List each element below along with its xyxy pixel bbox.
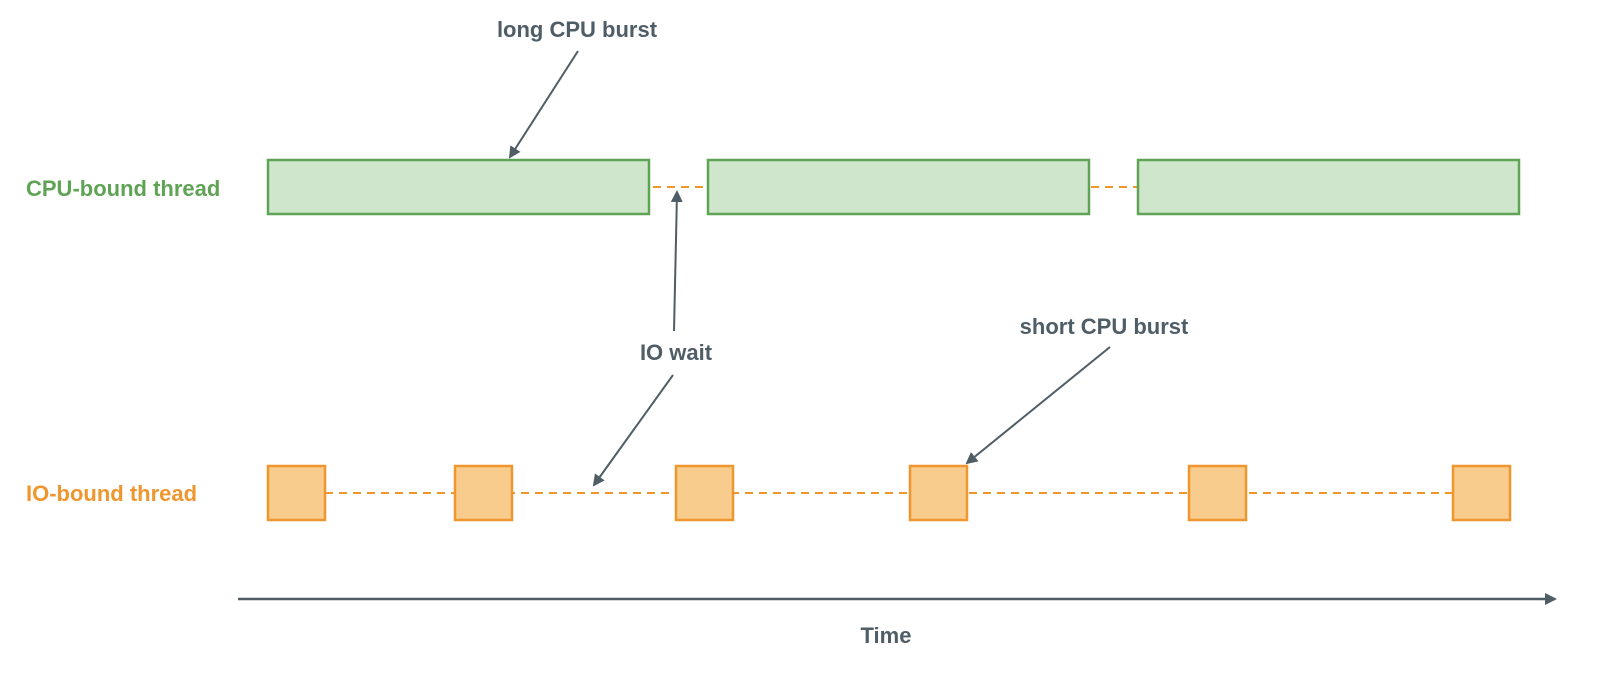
io-burst-block [266, 464, 327, 522]
io-wait-arrow-up [670, 190, 683, 332]
io-burst-block [453, 464, 514, 522]
short-cpu-burst-label: short CPU burst [1020, 314, 1189, 339]
cpu-burst-block [706, 158, 1091, 216]
cpu-bursts [266, 158, 1521, 216]
long-cpu-burst-arrow [508, 50, 579, 159]
io-bursts [266, 464, 1512, 522]
io-burst-block [1187, 464, 1248, 522]
time-axis-label: Time [861, 623, 912, 648]
io-wait-label: IO wait [640, 340, 713, 365]
cpu-burst-block [1136, 158, 1521, 216]
io-bound-thread-label: IO-bound thread [26, 481, 197, 506]
long-cpu-burst-label: long CPU burst [497, 17, 658, 42]
io-burst-block [1451, 464, 1512, 522]
short-cpu-burst-arrow [965, 346, 1111, 465]
io-wait-arrow-down [592, 374, 674, 487]
cpu-bound-thread-label: CPU-bound thread [26, 176, 220, 201]
io-burst-block [674, 464, 735, 522]
io-burst-block [908, 464, 969, 522]
cpu-burst-block [266, 158, 651, 216]
